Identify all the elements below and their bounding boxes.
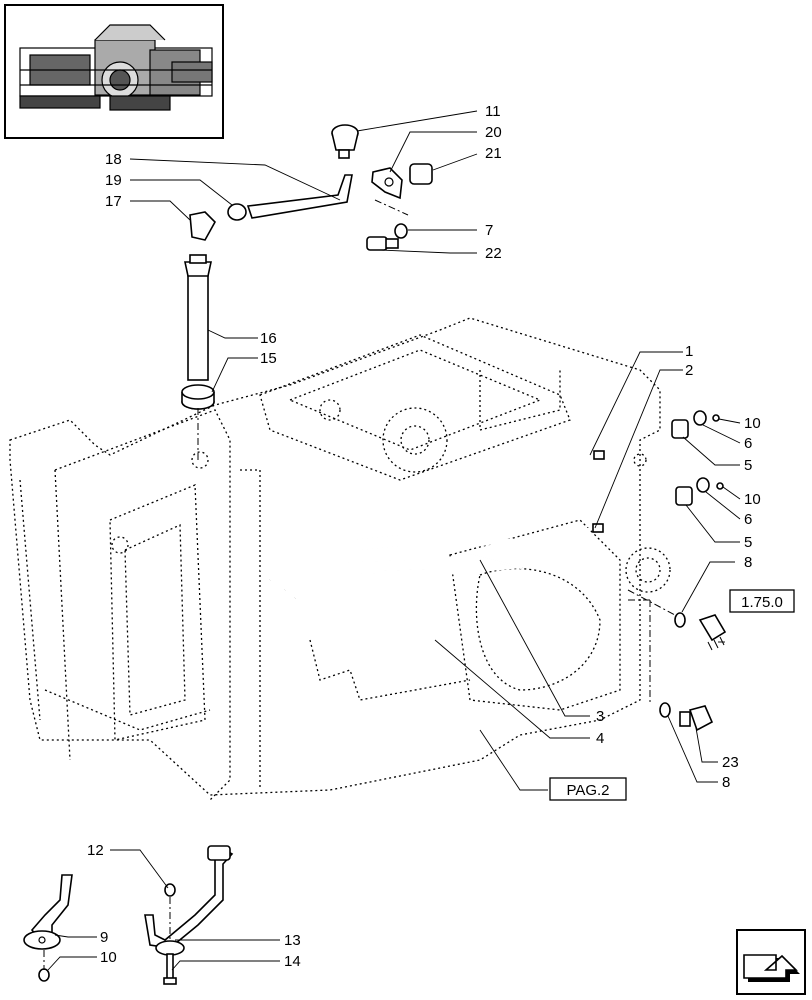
callout-labels: 11 20 21 18 19 17 7 22 16 15 1 2 10 6 5 … [87, 103, 761, 970]
clamp-19 [227, 203, 247, 221]
plug-lower [675, 477, 724, 506]
screw-22 [366, 236, 399, 251]
callout-label: 11 [485, 103, 501, 120]
breather-cap-11 [331, 124, 359, 159]
leader-lines [47, 110, 741, 971]
callout-label: 16 [260, 330, 277, 347]
page-ref-text: PAG.2 [566, 782, 609, 799]
seal-8-upper [674, 612, 686, 628]
callout-label: 23 [722, 754, 739, 771]
page-ref-box[interactable]: PAG.2 [549, 777, 627, 801]
seal-8-lower [659, 702, 671, 718]
callout-label: 15 [260, 350, 277, 367]
pipe-9 [23, 874, 73, 950]
callout-label: 10 [100, 949, 117, 966]
transmission-housing [9, 317, 671, 801]
callout-label: 17 [105, 193, 122, 210]
washer-10-bottom [38, 968, 50, 982]
callout-label: 13 [284, 932, 301, 949]
callout-label: 2 [685, 362, 693, 379]
axis-line [627, 589, 676, 616]
hose-18 [246, 174, 353, 219]
callout-label: 14 [284, 953, 301, 970]
callout-label: 10 [744, 415, 761, 432]
callout-label: 10 [744, 491, 761, 508]
axis-line [374, 199, 409, 216]
tube-16 [184, 254, 212, 381]
bolt-14 [163, 953, 177, 985]
callout-label: 6 [744, 511, 752, 528]
callout-label: 4 [596, 730, 604, 747]
plug-23 [679, 705, 714, 732]
callout-label: 9 [100, 929, 108, 946]
callout-label: 18 [105, 151, 122, 168]
callout-label: 5 [744, 457, 752, 474]
callout-label: 19 [105, 172, 122, 189]
callout-label: 8 [722, 774, 730, 791]
callout-label: 3 [596, 708, 604, 725]
callout-label: 6 [744, 435, 752, 452]
callout-label: 21 [485, 145, 502, 162]
callout-label: 20 [485, 124, 502, 141]
next-page-arrow-icon[interactable] [736, 929, 806, 995]
callout-label: 22 [485, 245, 502, 262]
spacer-21 [409, 163, 433, 185]
callout-label: 1 [685, 343, 693, 360]
section-ref-box[interactable]: 1.75.0 [729, 589, 795, 613]
washer-7 [394, 223, 408, 239]
pressure-sensor [698, 614, 727, 651]
section-ref-text: 1.75.0 [741, 594, 783, 611]
lubrication-pipes [259, 450, 605, 673]
washer-15 [181, 384, 215, 410]
callout-label: 5 [744, 534, 752, 551]
callout-label: 12 [87, 842, 104, 859]
bracket-20 [371, 167, 403, 200]
callout-label: 8 [744, 554, 752, 571]
callout-label: 7 [485, 222, 493, 239]
tractor-overview-thumbnail [4, 4, 224, 139]
pipe-13 [144, 845, 234, 956]
elbow-17 [189, 211, 216, 241]
plug-upper [671, 410, 720, 439]
